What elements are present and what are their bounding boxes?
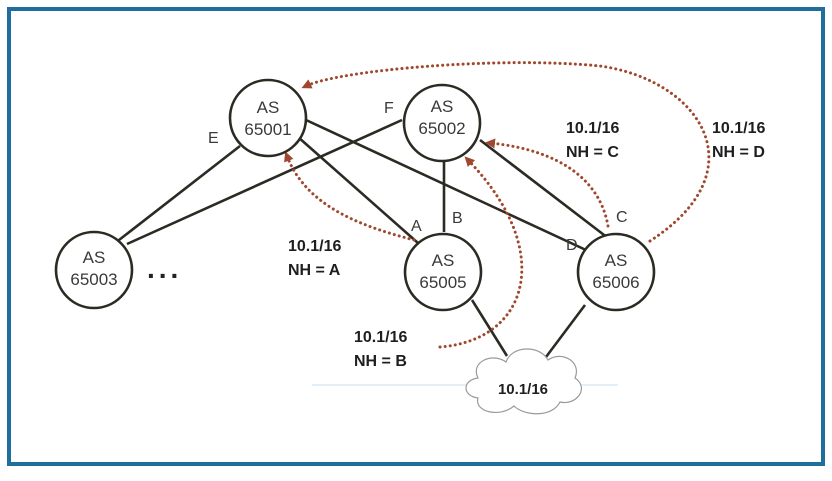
port-label-f: F [384, 100, 394, 117]
node-circle [402, 83, 482, 163]
link-65002-65006 [479, 138, 609, 240]
outer-frame [7, 7, 825, 466]
port-label-a: A [411, 218, 422, 235]
port-label-c: C [616, 209, 628, 226]
advert-arrow-a [284, 151, 416, 242]
port-label-b: B [452, 210, 463, 227]
node-label-line2: 65005 [419, 273, 466, 292]
advert-arrow-c [485, 138, 610, 228]
port-labels: E F A B C D [208, 100, 628, 254]
as-node-65001: AS 65001 [228, 78, 308, 158]
link-65002-65003 [126, 118, 403, 246]
node-label-line1: AS [83, 248, 106, 267]
advert-label-d-prefix: 10.1/16 [712, 120, 765, 137]
as-node-65006: AS 65006 [576, 232, 656, 312]
as-node-65005: AS 65005 [403, 232, 483, 312]
node-label-line1: AS [431, 97, 454, 116]
node-label-line1: AS [605, 251, 628, 270]
advert-arrow-b [438, 156, 524, 349]
node-label-line1: AS [432, 251, 455, 270]
node-circle [576, 232, 656, 312]
advert-arrow-d [301, 61, 711, 243]
node-circle [228, 78, 308, 158]
as-node-65003: AS 65003 [54, 230, 134, 310]
advert-label-b-prefix: 10.1/16 [354, 329, 407, 346]
as-node-65002: AS 65002 [402, 83, 482, 163]
advertisement-arrows [284, 61, 711, 349]
node-label-line1: AS [257, 98, 280, 117]
link-65001-65005 [297, 136, 419, 244]
cloud-prefix-label: 10.1/16 [498, 381, 548, 398]
port-label-e: E [208, 130, 219, 147]
link-65005-cloud [470, 299, 509, 357]
cloud-shape [465, 348, 582, 415]
advert-label-a-nexthop: NH = A [288, 262, 341, 279]
advert-label-c-nexthop: NH = C [566, 144, 619, 161]
node-circle [54, 230, 134, 310]
node-label-line2: 65002 [418, 119, 465, 138]
port-label-d: D [566, 237, 578, 254]
link-65001-65003 [109, 144, 241, 249]
node-label-line2: 65003 [70, 270, 117, 289]
advert-label-c-prefix: 10.1/16 [566, 120, 619, 137]
node-circle [403, 232, 483, 312]
advert-label-d-nexthop: NH = D [712, 144, 765, 161]
advertisement-labels: 10.1/16 NH = A 10.1/16 NH = B 10.1/16 NH… [288, 120, 765, 370]
advert-label-a-prefix: 10.1/16 [288, 238, 341, 255]
network-cloud: 10.1/16 [465, 348, 582, 415]
node-label-line2: 65001 [244, 120, 291, 139]
more-nodes-ellipsis: ... [147, 253, 182, 284]
advert-label-b-nexthop: NH = B [354, 353, 407, 370]
node-label-line2: 65006 [592, 273, 639, 292]
link-65006-cloud [538, 304, 587, 366]
session-links [109, 118, 609, 366]
